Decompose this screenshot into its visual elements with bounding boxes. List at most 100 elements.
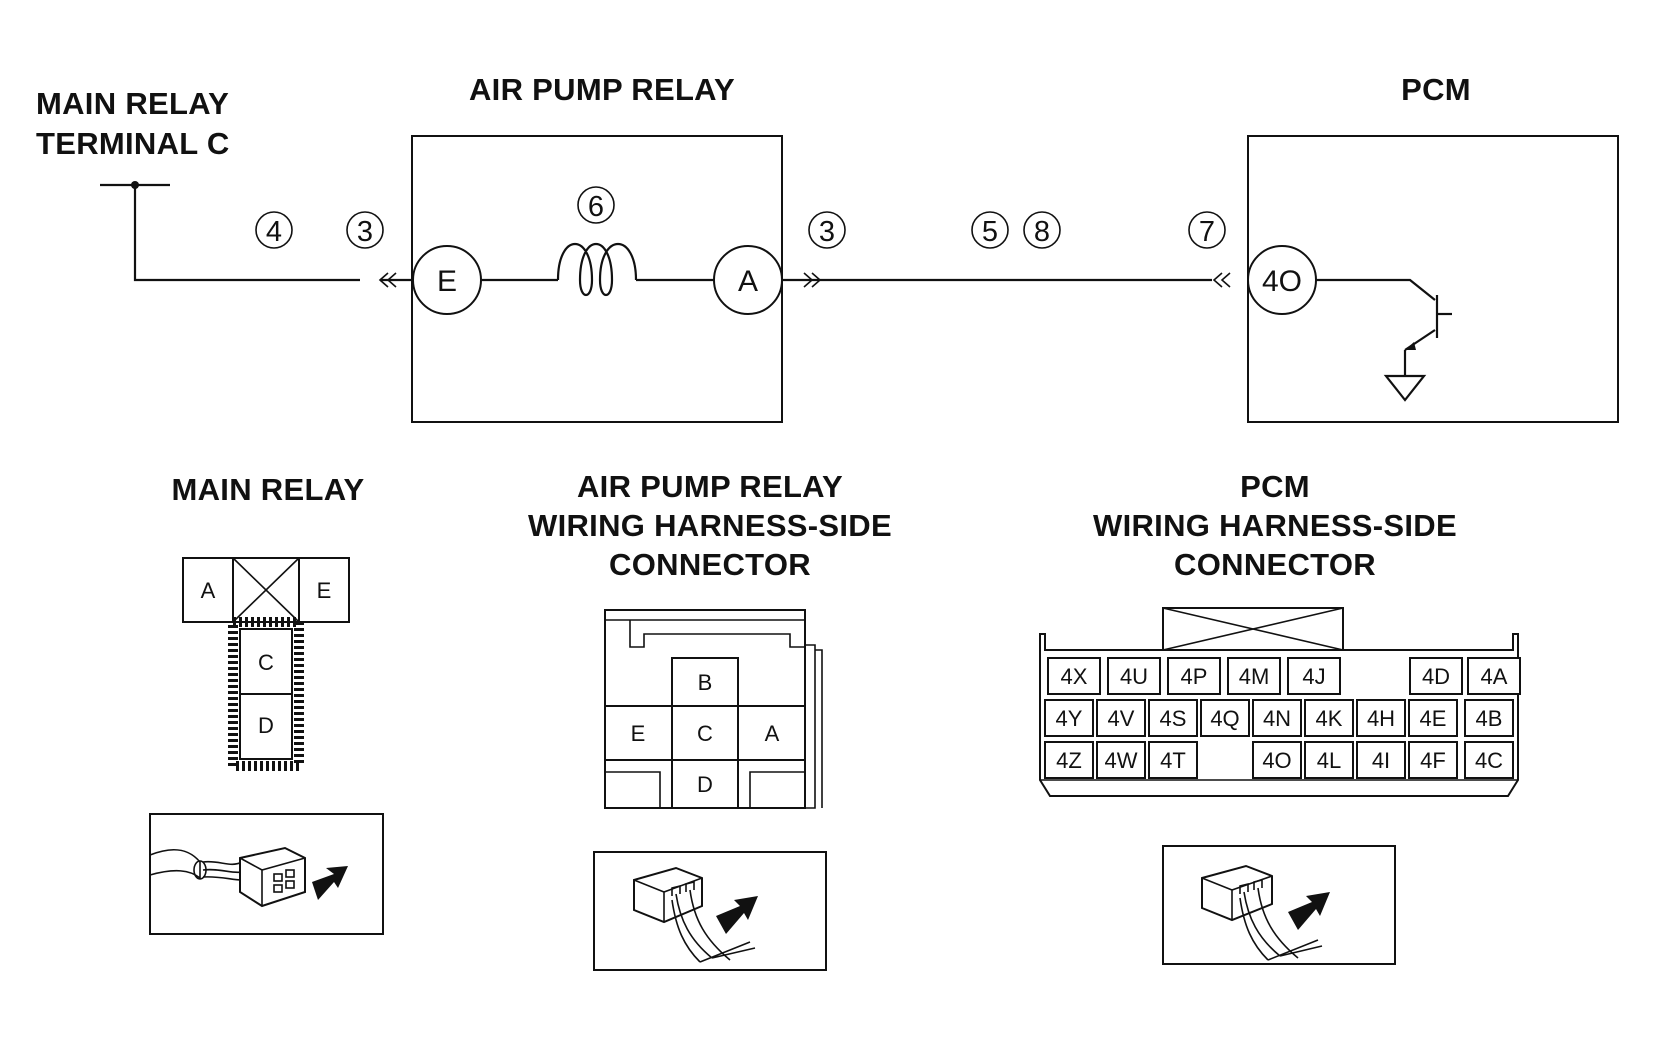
pcm-pin-cell <box>1096 699 1146 737</box>
apr-connector-side-rails <box>805 644 823 809</box>
step-3-left-marker: 3 <box>346 211 384 249</box>
pcm-pin-label: 4W <box>1105 748 1138 773</box>
terminal-4o-label: 4O <box>1262 265 1302 298</box>
relay-coil-symbol <box>556 242 638 297</box>
pcm-pin-cell <box>1467 657 1521 695</box>
main-relay-connector-title: MAIN RELAY <box>171 472 364 507</box>
pcm-title: PCM <box>1401 72 1471 107</box>
step-3-right-marker: 3 <box>808 211 846 249</box>
pcm-pin-label: 4X <box>1061 664 1088 689</box>
pcm-pin-cell <box>1200 699 1250 737</box>
main-relay-highlight-frame <box>228 617 304 771</box>
main-relay-cell-d-label: D <box>258 713 274 738</box>
apr-bottom-keys <box>605 771 805 808</box>
pcm-pin-cell <box>1044 741 1094 779</box>
air-pump-relay-title: AIR PUMP RELAY <box>469 72 735 107</box>
pcm-pin-cell <box>1148 741 1198 779</box>
pcm-pin-cell <box>1252 741 1302 779</box>
ground-symbol <box>1383 374 1427 402</box>
main-relay-cell-e-label: E <box>317 578 332 603</box>
main-relay-cell-a <box>182 557 234 623</box>
pcm-pin-cell <box>1107 657 1161 695</box>
pcm-pin-cell <box>1464 699 1514 737</box>
pcm-transistor-symbol <box>1316 278 1452 376</box>
apr-connector-latch <box>605 619 805 648</box>
pcm-pin-label: 4M <box>1239 664 1270 689</box>
step-3-right-number: 3 <box>819 216 835 248</box>
schematic: MAIN RELAY TERMINAL C 4 3 AIR PUMP RELAY… <box>36 72 1619 423</box>
pcm-pin-label: 4H <box>1367 706 1395 731</box>
main-relay-terminal-label-line1: MAIN RELAY <box>36 86 229 121</box>
main-relay-cell-c-label: C <box>258 650 274 675</box>
pcm-pin-label: 4C <box>1475 748 1503 773</box>
step-5-number: 5 <box>982 216 998 248</box>
apr-cell-c-label: C <box>697 721 713 746</box>
apr-cell-a <box>737 705 806 761</box>
main-relay-probe-illustration <box>149 846 348 908</box>
main-relay-connector: MAIN RELAY A E C D <box>149 472 384 935</box>
apr-cell-d <box>671 759 739 809</box>
main-relay-cell-d <box>239 693 293 760</box>
step-7-number: 7 <box>1199 216 1215 248</box>
pcm-pin-label: 4V <box>1108 706 1135 731</box>
air-pump-relay-connector: AIR PUMP RELAY WIRING HARNESS-SIDE CONNE… <box>528 469 892 971</box>
main-relay-cell-a-label: A <box>201 578 216 603</box>
step-3-left-number: 3 <box>357 216 373 248</box>
main-relay-arrow-icon <box>312 866 348 900</box>
pcm-pin-label: 4F <box>1420 748 1446 773</box>
pcm-pin-label: 4A <box>1481 664 1508 689</box>
step-6-marker: 6 <box>577 186 615 224</box>
terminal-e-label: E <box>437 265 457 298</box>
pcm-pin-label: 4E <box>1420 706 1447 731</box>
pcm-pin-label: 4Z <box>1056 748 1082 773</box>
pcm-pin-cell <box>1227 657 1281 695</box>
apr-connector-title-line2: WIRING HARNESS-SIDE <box>528 508 892 543</box>
pcm-arrow-icon <box>1288 892 1330 930</box>
pcm-pin-label: 4Q <box>1210 706 1239 731</box>
pcm-pin-label: 4P <box>1181 664 1208 689</box>
pcm-pin-cell <box>1044 699 1094 737</box>
pcm-pin-cell <box>1304 699 1354 737</box>
connector-mark-pcm <box>1212 272 1231 288</box>
pcm-pin-label: 4S <box>1160 706 1187 731</box>
pcm-pin-cell <box>1408 699 1458 737</box>
pcm-pin-cell <box>1252 699 1302 737</box>
step-4-number: 4 <box>266 216 282 248</box>
step-4-marker: 4 <box>255 211 293 249</box>
pcm-pin-label: 4K <box>1316 706 1343 731</box>
pcm-pin-cell <box>1047 657 1101 695</box>
step-8-number: 8 <box>1034 216 1050 248</box>
apr-probe-illustration <box>633 866 758 963</box>
pcm-pin-label: 4U <box>1120 664 1148 689</box>
pcm-pin-label: 4O <box>1262 748 1291 773</box>
pcm-pin-cell <box>1356 741 1406 779</box>
pcm-pin-cell <box>1409 657 1463 695</box>
main-relay-terminal-label-line2: TERMINAL C <box>36 126 230 161</box>
connector-mark-a <box>803 272 822 288</box>
pcm-pin-cell <box>1304 741 1354 779</box>
pcm-pin-cell <box>1096 741 1146 779</box>
pcm-connector-title-line2: WIRING HARNESS-SIDE <box>1093 508 1457 543</box>
pcm-pin-cell <box>1287 657 1341 695</box>
apr-inset-frame <box>593 851 827 971</box>
pcm-pin-cell <box>1464 741 1514 779</box>
pcm-latch-cross-2 <box>1162 607 1344 651</box>
apr-connector-title-line3: CONNECTOR <box>609 547 811 582</box>
step-5-marker: 5 <box>971 211 1009 249</box>
apr-cell-e <box>604 705 673 761</box>
pcm-pin-label: 4J <box>1302 664 1325 689</box>
pcm-connector-title-line1: PCM <box>1240 469 1310 504</box>
apr-cell-a-label: A <box>765 721 780 746</box>
pcm-probe-illustration <box>1201 864 1330 961</box>
apr-cell-b-label: B <box>698 670 713 695</box>
pcm-pin-cell <box>1356 699 1406 737</box>
pcm-pin-label: 4B <box>1476 706 1503 731</box>
step-6-number: 6 <box>588 191 604 223</box>
pcm-pin-cell <box>1408 741 1458 779</box>
pcm-pin-label: 4N <box>1263 706 1291 731</box>
apr-connector-title-line1: AIR PUMP RELAY <box>577 469 843 504</box>
